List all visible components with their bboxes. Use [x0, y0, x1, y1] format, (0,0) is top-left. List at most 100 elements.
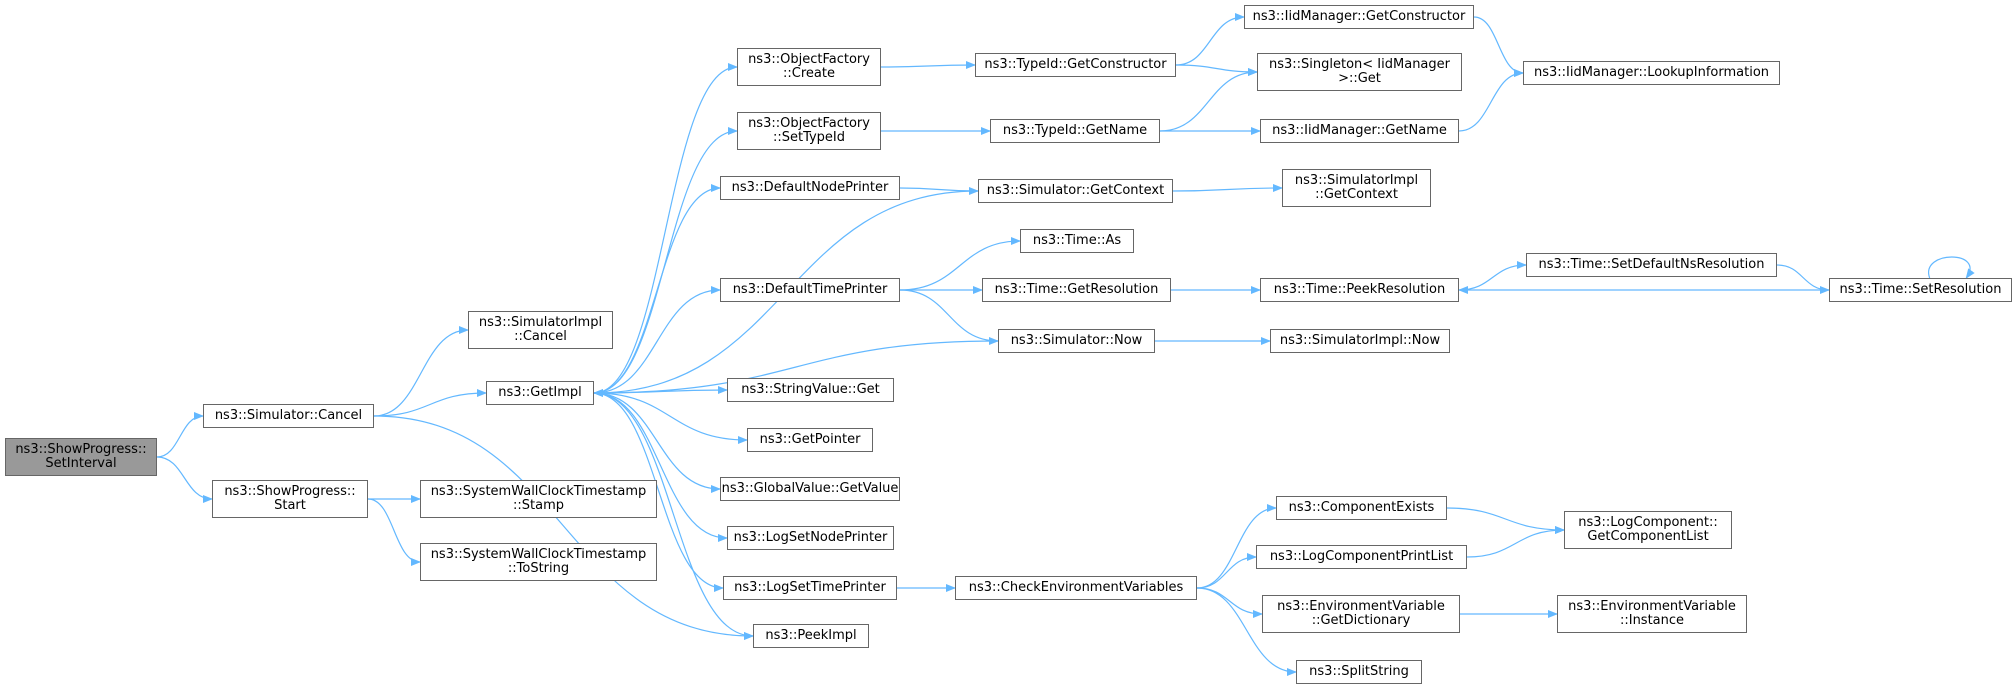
- node-label: ns3::IidManager::LookupInformation: [1533, 65, 1770, 80]
- call-edge-n5-n14: [593, 392, 748, 444]
- call-edge-n5-n15: [593, 392, 721, 493]
- node-environmentvariable-instance[interactable]: ns3::EnvironmentVariable::Instance: [1557, 595, 1747, 633]
- node-time-setdefaultnsresolution[interactable]: ns3::Time::SetDefaultNsResolution: [1526, 253, 1777, 277]
- node-label: ns3::Time::GetResolution: [994, 282, 1159, 297]
- call-edge-n1-n3: [156, 456, 213, 503]
- node-simulatorimpl-getcontext[interactable]: ns3::SimulatorImpl::GetContext: [1282, 169, 1431, 207]
- node-label: ns3::IidManager::GetConstructor: [1252, 9, 1466, 24]
- call-edge-n19-n26: [1175, 64, 1258, 76]
- node-label: ns3::DefaultNodePrinter: [731, 180, 889, 195]
- node-defaultnodeprinter[interactable]: ns3::DefaultNodePrinter: [720, 176, 900, 200]
- node-typeid-getname[interactable]: ns3::TypeId::GetName: [990, 119, 1160, 143]
- call-edge-n34-n38: [1446, 507, 1565, 534]
- node-stringvalue-get[interactable]: ns3::StringValue::Get: [727, 378, 894, 402]
- node-defaulttimeprinter[interactable]: ns3::DefaultTimePrinter: [720, 278, 900, 302]
- node-label: ns3::Time::As: [1032, 233, 1122, 248]
- call-edge-n29-n32: [1458, 261, 1527, 291]
- node-systemwallclocktimestamp-stamp[interactable]: ns3::SystemWallClockTimestamp::Stamp: [420, 480, 657, 518]
- call-edge-n5-n12: [593, 286, 721, 394]
- call-edge-n12-n21: [899, 237, 1021, 291]
- node-label: ns3::SimulatorImpl::GetContext: [1294, 173, 1419, 202]
- call-edge-n35-n38: [1466, 526, 1565, 558]
- call-edge-n2-n4: [373, 326, 469, 417]
- node-label: ns3::TypeId::GetName: [1002, 123, 1148, 138]
- node-label: ns3::LogSetNodePrinter: [733, 530, 888, 545]
- node-label: ns3::SystemWallClockTimestamp::Stamp: [430, 484, 647, 513]
- call-edge-n32-n33: [1776, 264, 1830, 294]
- node-label: ns3::SimulatorImpl::Cancel: [478, 315, 603, 344]
- node-label: ns3::GlobalValue::GetValue: [721, 481, 899, 496]
- node-label: ns3::ShowProgress::SetInterval: [15, 442, 147, 471]
- node-label: ns3::GetImpl: [498, 385, 582, 400]
- node-label: ns3::Simulator::Cancel: [214, 408, 363, 423]
- node-label: ns3::ObjectFactory::SetTypeId: [748, 116, 870, 145]
- node-getimpl[interactable]: ns3::GetImpl: [486, 381, 594, 405]
- node-time-peekresolution[interactable]: ns3::Time::PeekResolution: [1260, 278, 1459, 302]
- call-edge-n2-n6: [373, 415, 754, 640]
- node-globalvalue-getvalue[interactable]: ns3::GlobalValue::GetValue: [720, 477, 900, 501]
- node-showprogress-setinterval[interactable]: ns3::ShowProgress::SetInterval: [5, 438, 157, 476]
- node-time-setresolution[interactable]: ns3::Time::SetResolution: [1829, 278, 2012, 302]
- call-edge-n2-n5: [373, 389, 487, 417]
- node-simulator-now[interactable]: ns3::Simulator::Now: [998, 329, 1155, 353]
- node-label: ns3::SimulatorImpl::Now: [1279, 333, 1441, 348]
- node-objectfactory-settypeid[interactable]: ns3::ObjectFactory::SetTypeId: [737, 112, 881, 150]
- node-label: ns3::PeekImpl: [765, 628, 857, 643]
- node-label: ns3::ObjectFactory::Create: [748, 52, 870, 81]
- call-edge-n24-n36: [1196, 587, 1263, 618]
- node-singleton-iidmanager-get[interactable]: ns3::Singleton< IidManager>::Get: [1257, 53, 1462, 91]
- call-edge-n20-n26: [1159, 68, 1258, 132]
- call-edge-n33-n33: [1928, 256, 1975, 279]
- node-logsetnodeprinter[interactable]: ns3::LogSetNodePrinter: [727, 526, 894, 550]
- node-label: ns3::GetPointer: [759, 432, 861, 447]
- node-componentexists[interactable]: ns3::ComponentExists: [1276, 496, 1447, 520]
- node-label: ns3::LogComponentPrintList: [1269, 549, 1454, 564]
- node-objectfactory-create[interactable]: ns3::ObjectFactory::Create: [737, 48, 881, 86]
- node-time-getresolution[interactable]: ns3::Time::GetResolution: [982, 278, 1171, 302]
- node-label: ns3::Simulator::GetContext: [986, 183, 1165, 198]
- node-checkenvironmentvariables[interactable]: ns3::CheckEnvironmentVariables: [955, 576, 1197, 600]
- node-simulator-cancel[interactable]: ns3::Simulator::Cancel: [203, 404, 374, 428]
- node-label: ns3::ShowProgress::Start: [224, 484, 356, 513]
- node-label: ns3::StringValue::Get: [741, 382, 880, 397]
- node-simulator-getcontext[interactable]: ns3::Simulator::GetContext: [978, 179, 1173, 203]
- call-edge-n19-n25: [1175, 13, 1245, 66]
- node-label: ns3::IidManager::GetName: [1272, 123, 1447, 138]
- node-label: ns3::SystemWallClockTimestamp::ToString: [430, 547, 647, 576]
- node-showprogress-start[interactable]: ns3::ShowProgress::Start: [212, 480, 368, 518]
- call-edge-n18-n28: [1172, 184, 1283, 193]
- node-typeid-getconstructor[interactable]: ns3::TypeId::GetConstructor: [975, 53, 1176, 77]
- node-label: ns3::ComponentExists: [1288, 500, 1435, 515]
- node-splitstring[interactable]: ns3::SplitString: [1296, 660, 1422, 684]
- call-edge-n25-n31: [1473, 16, 1524, 77]
- node-time-as[interactable]: ns3::Time::As: [1020, 229, 1134, 253]
- node-label: ns3::SplitString: [1309, 664, 1409, 679]
- call-edge-n5-n6: [593, 392, 754, 640]
- call-edge-n24-n35: [1196, 553, 1257, 589]
- node-getpointer[interactable]: ns3::GetPointer: [747, 428, 873, 452]
- node-label: ns3::EnvironmentVariable::GetDictionary: [1277, 599, 1445, 628]
- node-logcomponent-getcomponentlist[interactable]: ns3::LogComponent::GetComponentList: [1564, 511, 1732, 549]
- node-label: ns3::Singleton< IidManager>::Get: [1268, 57, 1450, 86]
- call-edge-n5-n17: [593, 392, 724, 592]
- call-edge-n12-n23: [899, 289, 999, 345]
- call-edge-n24-n37: [1196, 587, 1297, 676]
- node-simulatorimpl-now[interactable]: ns3::SimulatorImpl::Now: [1270, 329, 1450, 353]
- node-simulatorimpl-cancel[interactable]: ns3::SimulatorImpl::Cancel: [468, 311, 613, 349]
- node-logsettimeprinter[interactable]: ns3::LogSetTimePrinter: [723, 576, 897, 600]
- node-iidmanager-getconstructor[interactable]: ns3::IidManager::GetConstructor: [1244, 5, 1474, 29]
- node-iidmanager-getname[interactable]: ns3::IidManager::GetName: [1260, 119, 1459, 143]
- node-peekimpl[interactable]: ns3::PeekImpl: [753, 624, 869, 648]
- call-edge-n5-n16: [593, 392, 728, 542]
- node-environmentvariable-getdictionary[interactable]: ns3::EnvironmentVariable::GetDictionary: [1262, 595, 1460, 633]
- node-systemwallclocktimestamp-tostring[interactable]: ns3::SystemWallClockTimestamp::ToString: [420, 543, 657, 581]
- node-label: ns3::Time::SetResolution: [1839, 282, 2002, 297]
- node-iidmanager-lookupinformation[interactable]: ns3::IidManager::LookupInformation: [1523, 61, 1780, 85]
- call-edge-n23-n5: [593, 340, 999, 397]
- call-edge-n3-n8: [367, 498, 421, 566]
- node-label: ns3::DefaultTimePrinter: [732, 282, 888, 297]
- node-logcomponentprintlist[interactable]: ns3::LogComponentPrintList: [1256, 545, 1467, 569]
- node-label: ns3::TypeId::GetConstructor: [984, 57, 1167, 72]
- call-edge-n5-n11: [593, 184, 721, 394]
- node-label: ns3::LogComponent::GetComponentList: [1578, 515, 1718, 544]
